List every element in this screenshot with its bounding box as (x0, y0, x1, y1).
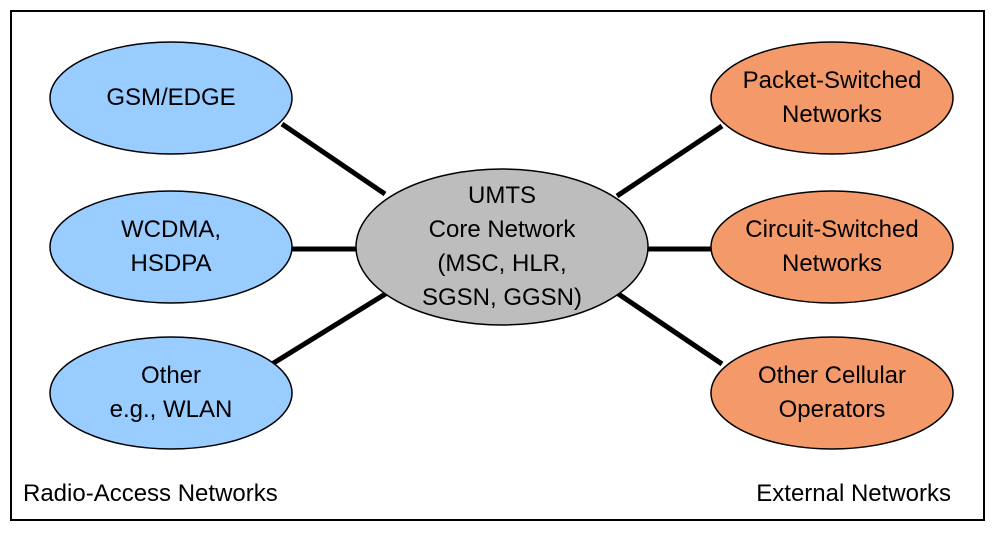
node-other-cellular-line-1: Other Cellular (757, 362, 907, 389)
node-packet-switched-label: Packet-Switched Networks (711, 42, 953, 154)
node-wcdma-hsdpa-ellipse (49, 190, 293, 304)
node-circuit-switched-ellipse (710, 190, 954, 304)
node-other-cellular-line-2: Operators (778, 396, 886, 423)
node-core-line-4: SGSN, GGSN) (421, 284, 583, 311)
node-wcdma-hsdpa-line-2: HSDPA (130, 250, 212, 277)
node-other-cellular-label: Other Cellular Operators (711, 337, 953, 449)
node-packet-switched-line-1: Packet-Switched (742, 67, 922, 94)
node-gsm-edge-ellipse (49, 41, 293, 155)
node-core-ellipse (355, 168, 649, 326)
node-circuit-switched-line-1: Circuit-Switched (745, 216, 919, 243)
node-circuit-switched-line-2: Networks (781, 250, 883, 277)
node-circuit-switched-label: Circuit-Switched Networks (711, 191, 953, 303)
external-group-label: External Networks (756, 480, 951, 507)
node-core-line-2: Core Network (428, 216, 576, 243)
node-gsm-edge-label: GSM/EDGE (50, 42, 292, 154)
connector-core-packet (615, 123, 724, 199)
node-other-wlan-line-2: e.g., WLAN (109, 396, 233, 423)
node-other-wlan-label: Other e.g., WLAN (50, 337, 292, 449)
node-wcdma-hsdpa-line-1: WCDMA, (121, 216, 221, 243)
node-gsm-edge-line-1: GSM/EDGE (106, 84, 236, 111)
node-packet-switched-line-2: Networks (781, 101, 883, 128)
connector-gsm-core (280, 121, 387, 197)
node-other-cellular-ellipse (710, 336, 954, 450)
connector-core-cellular (615, 290, 724, 367)
radio-access-group-label: Radio-Access Networks (23, 480, 278, 507)
diagram-frame (10, 10, 985, 521)
node-wcdma-hsdpa-label: WCDMA, HSDPA (50, 191, 292, 303)
node-core-line-3: (MSC, HLR, (437, 250, 567, 277)
node-packet-switched-ellipse (710, 41, 954, 155)
node-core-label: UMTS Core Network (MSC, HLR, SGSN, GGSN) (356, 169, 648, 325)
node-other-wlan-ellipse (49, 336, 293, 450)
connector-other-core (270, 290, 389, 367)
node-core-line-1: UMTS (468, 182, 536, 209)
node-other-wlan-line-1: Other (140, 362, 202, 389)
